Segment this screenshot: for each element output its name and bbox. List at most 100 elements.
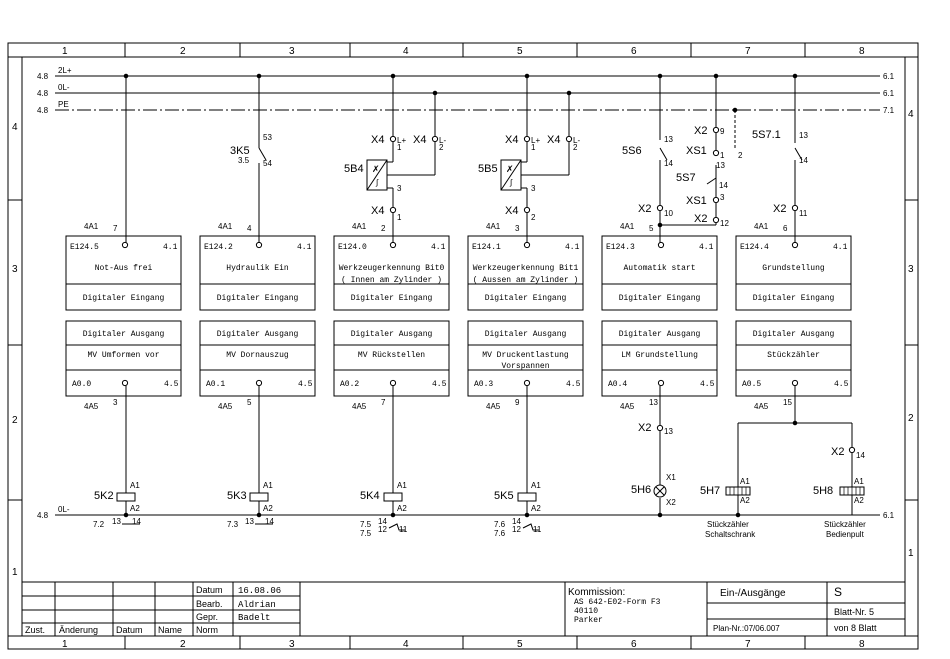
k5-cref2: 7.6 <box>494 529 506 538</box>
relay-5k2-label: 5K2 <box>94 490 114 502</box>
output-kind: Digitaler Ausgang <box>217 330 299 339</box>
k3k5-t2: 54 <box>263 159 272 168</box>
input-kind: Digitaler Eingang <box>619 294 701 303</box>
input-kind: Digitaler Eingang <box>351 294 433 303</box>
input-address: E124.0 <box>338 243 367 252</box>
row-label-right: 4 <box>908 109 914 120</box>
k5-cref1: 7.6 <box>494 520 506 529</box>
s6-pin: 10 <box>664 209 673 218</box>
kommission-line-1: AS 642-E02-Form F3 <box>574 598 661 607</box>
column-label-bottom: 4 <box>403 639 409 650</box>
column-label-top: 4 <box>403 46 409 57</box>
output-pin: 5 <box>247 398 252 407</box>
input-pin: 5 <box>649 224 654 233</box>
von-blatt: von 8 Blatt <box>834 623 877 633</box>
output-pin: 7 <box>381 398 386 407</box>
s71-conn: X2 <box>773 203 786 215</box>
s7-xs1a: XS1 <box>686 145 707 157</box>
rail-l1-name: 2L+ <box>58 66 72 75</box>
input-ref: 4.1 <box>699 243 714 252</box>
input-pin: 7 <box>113 224 118 233</box>
rail-pe-right-ref: 7.1 <box>883 106 895 115</box>
switch-5s71-label: 5S7.1 <box>752 129 781 141</box>
k3k5-t1: 53 <box>263 133 272 142</box>
column-label-top: 3 <box>289 46 295 57</box>
relay-coil-5k5-icon <box>517 492 537 502</box>
bearb-value: Aldrian <box>238 600 276 610</box>
output-ref: 4.5 <box>432 380 447 389</box>
b4-p2-label: 2 <box>439 143 444 152</box>
s7-xs1-13: 13 <box>716 161 725 170</box>
b4-p3: 3 <box>397 184 402 193</box>
output-pin: 15 <box>783 398 792 407</box>
input-kind: Digitaler Eingang <box>83 294 165 303</box>
b5-out-pin: 2 <box>531 213 536 222</box>
rail-bottom-right-ref: 6.1 <box>883 511 895 520</box>
output-module: 4A5 <box>218 402 233 411</box>
k5-c11: 11 <box>533 525 542 534</box>
s7-xs1b: XS1 <box>686 195 707 207</box>
column-label-bottom: 1 <box>62 639 68 650</box>
counter-5h7-label: 5H7 <box>700 485 720 497</box>
column-label-bottom: 7 <box>745 639 751 650</box>
input-pin: 6 <box>783 224 788 233</box>
aenderung-label: Änderung <box>59 625 98 635</box>
output-pin: 13 <box>649 398 658 407</box>
input-description: Werkzeugerkennung Bit0 <box>339 264 445 273</box>
k3k5-ref: 3.5 <box>238 156 250 165</box>
zust-label: Zust. <box>25 625 45 635</box>
input-address: E124.3 <box>606 243 635 252</box>
k2-c14: 14 <box>132 517 141 526</box>
input-kind: Digitaler Eingang <box>217 294 299 303</box>
output-ref: 4.5 <box>566 380 581 389</box>
output-pin: 3 <box>113 398 118 407</box>
column-label-bottom: 5 <box>517 639 523 650</box>
rail-bottom-left-ref: 4.8 <box>37 511 49 520</box>
svg-text:∫: ∫ <box>375 178 379 187</box>
b4-pp: L+ <box>397 136 406 145</box>
k3-a2: A2 <box>263 504 273 513</box>
input-kind: Digitaler Eingang <box>485 294 567 303</box>
s7-xs1-2: 2 <box>738 151 743 160</box>
column-label-top: 6 <box>631 46 637 57</box>
relay-5k3-label: 5K3 <box>227 490 247 502</box>
x2-14-conn: X2 <box>831 446 844 458</box>
k4-a1: A1 <box>397 481 407 490</box>
rail-l2-right-ref: 6.1 <box>883 89 895 98</box>
output-description: MV Umformen vor <box>87 351 159 360</box>
k5-a1: A1 <box>531 481 541 490</box>
k4-a2: A2 <box>397 504 407 513</box>
switch-5s6-label: 5S6 <box>622 145 642 157</box>
switch-5s7-label: 5S7 <box>676 172 696 184</box>
k4-cref1: 7.5 <box>360 520 372 529</box>
column-label-top: 1 <box>62 46 68 57</box>
input-ref: 4.1 <box>833 243 848 252</box>
x2-13-pin: 13 <box>664 427 673 436</box>
output-address: A0.1 <box>206 380 225 389</box>
relay-5k5-label: 5K5 <box>494 490 514 502</box>
output-pin: 9 <box>515 398 520 407</box>
input-pin: 4 <box>247 224 252 233</box>
output-description-2: Vorspannen <box>501 362 549 371</box>
s7-t1: 14 <box>719 181 728 190</box>
svg-text:∫: ∫ <box>509 178 513 187</box>
s6-conn: X2 <box>638 203 651 215</box>
h6-x1: X1 <box>666 473 676 482</box>
rail-l2-left-ref: 4.8 <box>37 89 49 98</box>
output-ref: 4.5 <box>700 380 715 389</box>
svg-text:✗: ✗ <box>506 164 514 174</box>
input-description: Werkzeugerkennung Bit1 <box>473 264 579 273</box>
output-address: A0.5 <box>742 380 761 389</box>
b4-p1-label: 1 <box>397 143 402 152</box>
input-description: Not-Aus frei <box>95 264 153 273</box>
column-label-bottom: 2 <box>180 639 186 650</box>
k2-c13: 13 <box>112 517 121 526</box>
row-label-right: 3 <box>908 264 914 275</box>
input-pin: 2 <box>381 224 386 233</box>
